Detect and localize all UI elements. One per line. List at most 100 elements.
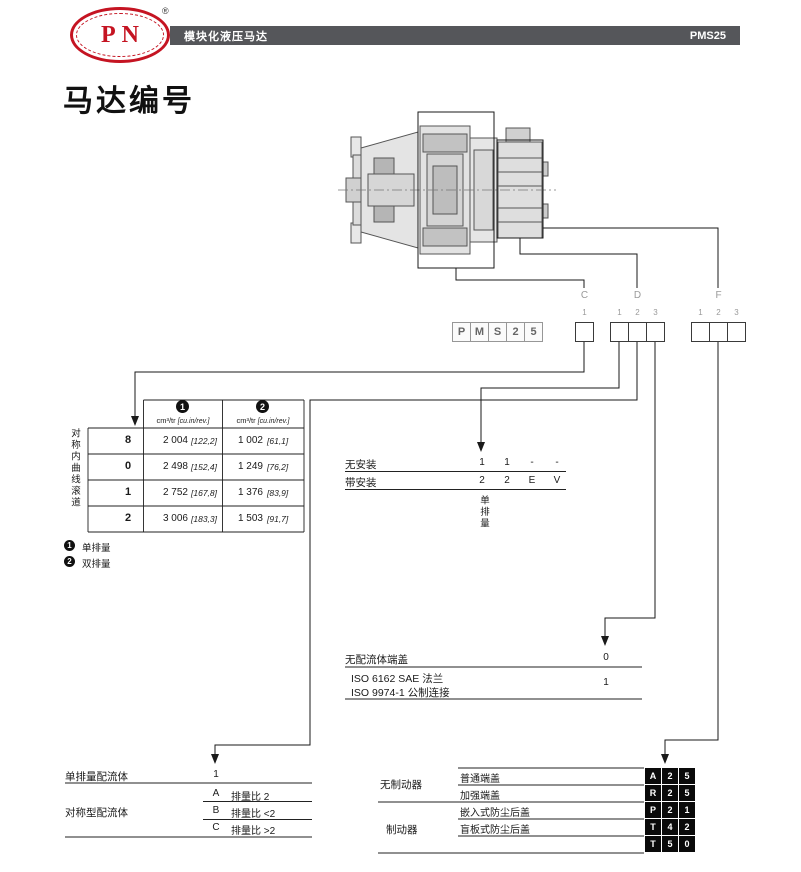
port-cover-value-0: 0 <box>603 652 609 663</box>
code-box-d2 <box>628 322 647 342</box>
mounting-value: E <box>528 475 536 486</box>
model-prefix-box-5: 5 <box>524 322 543 342</box>
header-bar-title: 模块化液压马达 <box>184 30 268 43</box>
distributor-option-code: A <box>212 788 220 799</box>
leader-to-group-c <box>455 268 585 288</box>
brake-row-label: 盲板式防尘后盖 <box>460 825 530 836</box>
legend-badge-1: 1 <box>64 540 75 551</box>
code-position-f1: 1 <box>698 308 703 317</box>
col1-unit-alt: [cu.in/rev.] <box>177 418 210 425</box>
distributor-option-desc: 排量比 <2 <box>231 809 276 820</box>
mounting-value: 2 <box>479 475 485 486</box>
model-prefix-box-2: M <box>470 322 489 342</box>
page-title: 马达编号 <box>63 85 195 118</box>
brake-row-label: 嵌入式防尘后盖 <box>460 808 530 819</box>
distributor-single-value: 1 <box>213 769 219 780</box>
brake-code-cell: 4 <box>662 819 678 835</box>
brake-code-cell: T <box>645 819 661 835</box>
distributor-option-desc: 排量比 2 <box>231 792 270 803</box>
brake-group-label-none: 无制动器 <box>380 779 422 791</box>
displacement-col2-units: cm³/tr [cu.in/rev.] <box>224 416 302 425</box>
mounting-value: 2 <box>504 475 510 486</box>
displacement-v2-imperial: [76,2] <box>267 462 289 472</box>
distributor-option-desc: 排量比 >2 <box>231 826 276 837</box>
brake-row-label: 普通端盖 <box>460 774 500 785</box>
distributor-table-rules <box>65 782 312 838</box>
brake-code-cell: R <box>645 785 661 801</box>
brake-code-cell: P <box>645 802 661 818</box>
displacement-v2: 1 376 <box>237 487 263 498</box>
arrow-distributor-table <box>211 754 219 764</box>
header-model-label: PMS25 <box>689 29 726 42</box>
displacement-v2-imperial: [83,9] <box>267 488 289 498</box>
mounting-row-label-with: 带安装 <box>345 477 377 489</box>
distributor-option-code: B <box>212 805 220 816</box>
displacement-v1-imperial: [167,8] <box>191 488 217 498</box>
brake-code-cell: 5 <box>679 768 695 784</box>
brake-code-cell: 0 <box>679 836 695 852</box>
mounting-value: - <box>555 457 559 468</box>
logo-inner-ring <box>76 13 164 57</box>
port-cover-iso-line2: ISO 9974-1 公制连接 <box>351 687 450 699</box>
brake-code-cell: A <box>645 768 661 784</box>
code-position-c1: 1 <box>582 308 587 317</box>
arrow-mounting-table <box>477 442 485 452</box>
col2-unit-alt: [cu.in/rev.] <box>257 418 290 425</box>
legend-badge-2: 2 <box>64 556 75 567</box>
brake-code-cell: 2 <box>679 819 695 835</box>
displacement-table-rules <box>87 399 305 533</box>
model-prefix-box-1: P <box>452 322 471 342</box>
displacement-v2: 1 503 <box>237 513 263 524</box>
displacement-v2: 1 249 <box>237 461 263 472</box>
code-group-label-f: F <box>715 290 722 301</box>
mounting-value: V <box>553 475 561 486</box>
connector-f-to-brake-table <box>664 342 719 754</box>
mounting-value: 1 <box>479 457 485 468</box>
model-prefix-box-4: 2 <box>506 322 525 342</box>
displacement-v2-imperial: [91,7] <box>267 514 289 524</box>
mounting-value: - <box>530 457 534 468</box>
code-box-d3 <box>646 322 665 342</box>
port-cover-iso-line1: ISO 6162 SAE 法兰 <box>351 673 444 685</box>
distributor-single-label: 单排量配流体 <box>65 771 128 783</box>
displacement-v1: 2 004 <box>162 435 188 446</box>
brake-row-label: 加强端盖 <box>460 791 500 802</box>
brake-code-cell: 5 <box>662 836 678 852</box>
displacement-row-code: 8 <box>124 434 132 446</box>
displacement-v2-imperial: [61,1] <box>267 436 289 446</box>
displacement-row-code: 2 <box>124 512 132 524</box>
mounting-value: 1 <box>504 457 510 468</box>
col1-unit: cm³/tr <box>156 416 176 425</box>
registered-trademark-symbol: ® <box>162 6 169 16</box>
code-box-d1 <box>610 322 629 342</box>
connector-d1-to-mounting-table <box>480 342 620 442</box>
displacement-col1-badge: 1 <box>176 400 189 413</box>
distributor-option-code: C <box>212 822 220 833</box>
legend-label-double-displacement: 双排量 <box>82 559 111 570</box>
col2-unit: cm³/tr <box>236 416 256 425</box>
displacement-v1-imperial: [152,4] <box>191 462 217 472</box>
displacement-v1: 2 498 <box>162 461 188 472</box>
displacement-v1: 2 752 <box>162 487 188 498</box>
displacement-v1-imperial: [183,3] <box>191 514 217 524</box>
displacement-side-label: 对称内曲线滚道 <box>69 428 80 509</box>
legend-label-single-displacement: 单排量 <box>82 543 111 554</box>
displacement-v1-imperial: [122,2] <box>191 436 217 446</box>
brake-code-cell: 2 <box>662 768 678 784</box>
displacement-row-code: 1 <box>124 486 132 498</box>
mounting-table-rules <box>345 471 566 490</box>
arrow-brake-table <box>661 754 669 764</box>
code-position-f2: 2 <box>716 308 721 317</box>
code-group-label-d: D <box>633 290 642 301</box>
motor-cross-section-drawing <box>345 125 549 255</box>
company-logo: PN <box>70 7 170 63</box>
displacement-col2-badge: 2 <box>256 400 269 413</box>
connector-c-to-displacement-table <box>134 342 585 416</box>
displacement-col1-units: cm³/tr [cu.in/rev.] <box>144 416 222 425</box>
brake-table-rules <box>378 767 644 854</box>
displacement-v1: 3 006 <box>162 513 188 524</box>
brake-code-cell: 1 <box>679 802 695 818</box>
code-box-f2 <box>709 322 728 342</box>
